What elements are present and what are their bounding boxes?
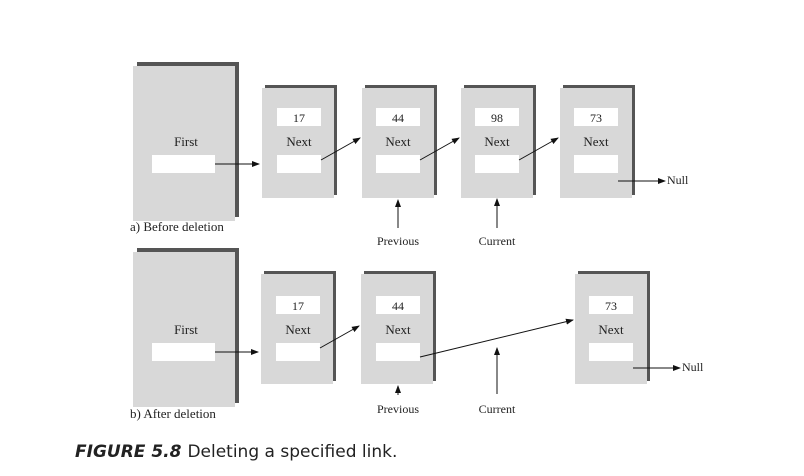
next-arrow: [419, 137, 460, 161]
panel-label: a) Before deletion: [130, 219, 224, 234]
first-box: First: [133, 248, 239, 407]
next-pointer-field: [475, 155, 519, 173]
next-pointer-field: [277, 155, 321, 173]
next-label: Next: [385, 322, 411, 337]
first-label: First: [174, 134, 198, 149]
bypass-next-arrow: [419, 318, 574, 358]
after-deletion-panel: First 17 Next 44 Next 73 Next: [130, 248, 704, 421]
next-label: Next: [385, 134, 411, 149]
next-arrow: [319, 325, 360, 349]
next-arrow: [518, 137, 559, 161]
next-label: Next: [598, 322, 624, 337]
next-label: Next: [583, 134, 609, 149]
link-node: 44 Next: [361, 271, 436, 384]
link-value: 17: [293, 111, 305, 125]
next-pointer-field: [376, 155, 420, 173]
figure-number: FIGURE 5.8: [75, 442, 182, 462]
caption-text: Deleting a specified link.: [187, 442, 398, 462]
link-node: 73 Next: [575, 271, 650, 384]
link-value: 44: [392, 299, 404, 313]
null-label: Null: [667, 173, 689, 187]
link-value: 73: [590, 111, 602, 125]
next-pointer-field: [276, 343, 320, 361]
first-box: First: [133, 62, 239, 221]
next-label: Next: [286, 134, 312, 149]
link-node: 17 Next: [261, 271, 336, 384]
next-label: Next: [484, 134, 510, 149]
previous-label: Previous: [377, 402, 419, 416]
link-node: 17 Next: [262, 85, 337, 198]
panel-label: b) After deletion: [130, 406, 216, 421]
previous-label: Previous: [377, 234, 419, 248]
first-pointer-field: [152, 155, 215, 173]
next-pointer-field: [589, 343, 633, 361]
next-arrow: [320, 137, 361, 161]
link-node: 98 Next: [461, 85, 536, 198]
next-pointer-field: [376, 343, 420, 361]
first-pointer-field: [152, 343, 215, 361]
link-value: 73: [605, 299, 617, 313]
next-pointer-field: [574, 155, 618, 173]
link-value: 44: [392, 111, 404, 125]
link-node: 73 Next: [560, 85, 635, 198]
link-value: 98: [491, 111, 503, 125]
null-label: Null: [682, 360, 704, 374]
current-label: Current: [479, 234, 516, 248]
link-node: 44 Next: [362, 85, 437, 198]
link-value: 17: [292, 299, 304, 313]
before-deletion-panel: First 17 Next 44 Next 98 Next: [130, 62, 689, 248]
next-label: Next: [285, 322, 311, 337]
current-label: Current: [479, 402, 516, 416]
first-label: First: [174, 322, 198, 337]
